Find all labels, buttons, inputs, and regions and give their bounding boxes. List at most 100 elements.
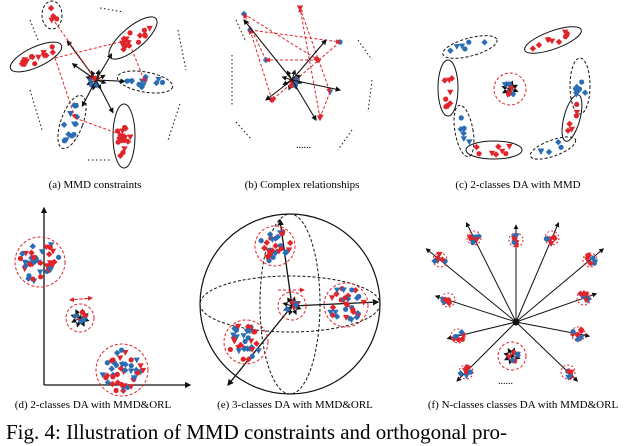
red-diamond-marker bbox=[286, 239, 294, 247]
blue-diamond-marker bbox=[240, 345, 248, 353]
red-diamond-marker bbox=[442, 296, 449, 303]
blue-dot-marker bbox=[242, 338, 248, 345]
blue-diamond-marker bbox=[509, 356, 516, 364]
red-triangle-marker bbox=[249, 347, 256, 353]
center-arrow bbox=[511, 354, 521, 360]
red-dot-marker bbox=[110, 374, 116, 380]
blue-triangle-marker bbox=[63, 137, 70, 144]
red-dot-marker bbox=[574, 332, 581, 338]
blue-diamond-marker bbox=[272, 249, 279, 256]
relation-arrow bbox=[291, 39, 327, 81]
cluster-circle bbox=[223, 319, 269, 365]
figure-caption: Fig. 4: Illustration of MMD constraints … bbox=[6, 420, 508, 444]
red-dot-marker bbox=[115, 128, 121, 134]
blue-dot-marker bbox=[136, 81, 142, 88]
blue-triangle-marker bbox=[36, 269, 44, 276]
cluster-circle bbox=[254, 225, 296, 267]
dotted-arc bbox=[367, 79, 373, 113]
axis-down bbox=[227, 305, 293, 387]
red-dot-marker bbox=[114, 371, 120, 377]
blue-dot-marker bbox=[78, 318, 84, 324]
red-triangle-marker bbox=[139, 367, 147, 374]
cluster-circle bbox=[560, 364, 576, 380]
center-circle bbox=[65, 303, 95, 333]
red-triangle-marker bbox=[127, 134, 134, 141]
red-diamond-marker bbox=[47, 4, 55, 12]
red-triangle-marker bbox=[35, 54, 42, 61]
cluster-ellipse bbox=[561, 94, 583, 142]
red-diamond-marker bbox=[510, 349, 518, 356]
dotted-arc bbox=[235, 19, 247, 43]
red-diamond-marker bbox=[439, 256, 446, 263]
red-diamond-marker bbox=[463, 364, 470, 371]
red-diamond-marker bbox=[473, 143, 480, 151]
red-diamond-marker bbox=[37, 259, 44, 267]
red-triangle-marker bbox=[127, 384, 135, 390]
blue-dot-marker bbox=[113, 362, 119, 368]
radial-axis bbox=[515, 248, 605, 323]
red-triangle-marker bbox=[473, 237, 480, 244]
relation-arrow bbox=[74, 117, 123, 136]
panel-label-d: (d) 2-classes DA with MMD&ORL bbox=[15, 399, 172, 411]
cluster-ellipse bbox=[57, 94, 87, 150]
blue-dot-marker bbox=[26, 273, 32, 279]
red-diamond-marker bbox=[566, 120, 573, 128]
red-triangle-marker bbox=[447, 89, 454, 96]
blue-triangle-marker bbox=[21, 259, 29, 266]
red-dot-marker bbox=[574, 101, 580, 108]
blue-diamond-marker bbox=[567, 372, 574, 379]
red-dot-marker bbox=[279, 231, 285, 237]
red-triangle-marker bbox=[235, 323, 242, 330]
blue-diamond-marker bbox=[581, 89, 589, 96]
red-triangle-marker bbox=[22, 250, 29, 257]
blue-dot-marker bbox=[470, 239, 476, 245]
blue-dot-marker bbox=[124, 384, 131, 390]
blue-diamond-marker bbox=[128, 77, 136, 85]
blue-triangle-marker bbox=[333, 287, 341, 294]
red-diamond-marker bbox=[495, 143, 502, 150]
red-dot-marker bbox=[240, 356, 246, 362]
red-triangle-marker bbox=[568, 126, 576, 133]
red-diamond-marker bbox=[26, 261, 34, 268]
dotted-arc bbox=[167, 103, 181, 141]
center-circle bbox=[497, 341, 527, 371]
red-diamond-marker bbox=[263, 239, 270, 246]
blue-dot-marker bbox=[249, 353, 255, 359]
red-diamond-marker bbox=[237, 341, 244, 349]
red-triangle-marker bbox=[285, 247, 293, 254]
red-dot-marker bbox=[128, 357, 134, 363]
red-diamond-marker bbox=[565, 367, 573, 375]
red-dot-marker bbox=[110, 357, 116, 363]
red-triangle-marker bbox=[498, 148, 506, 155]
red-triangle-marker bbox=[119, 128, 126, 135]
red-dot-marker bbox=[32, 61, 38, 67]
red-diamond-marker bbox=[124, 138, 132, 145]
blue-diamond-marker bbox=[457, 370, 464, 377]
red-diamond-marker bbox=[577, 290, 584, 297]
red-triangle-marker bbox=[505, 354, 513, 361]
blue-diamond-marker bbox=[122, 367, 129, 374]
cluster-circle bbox=[466, 230, 482, 246]
red-dot-marker bbox=[38, 274, 44, 280]
blue-triangle-marker bbox=[460, 136, 468, 142]
red-triangle-marker bbox=[137, 363, 144, 370]
red-triangle-marker bbox=[23, 58, 31, 65]
blue-triangle-marker bbox=[47, 267, 54, 274]
relation-arrow bbox=[291, 79, 342, 92]
red-diamond-marker bbox=[261, 244, 268, 252]
red-dot-marker bbox=[342, 295, 348, 301]
red-diamond-marker bbox=[555, 38, 563, 46]
center-arrow bbox=[281, 75, 293, 81]
blue-dot-marker bbox=[458, 115, 464, 121]
panel-e bbox=[199, 213, 381, 395]
cluster-circle bbox=[576, 290, 592, 306]
blue-diamond-marker bbox=[71, 102, 78, 109]
blue-triangle-marker bbox=[458, 43, 466, 50]
blue-dot-marker bbox=[258, 238, 264, 244]
blue-triangle-marker bbox=[38, 249, 46, 256]
relation-arrow bbox=[95, 79, 114, 114]
red-triangle-marker bbox=[342, 301, 349, 308]
red-dot-marker bbox=[459, 336, 466, 342]
blue-triangle-marker bbox=[127, 368, 135, 375]
red-triangle-marker bbox=[231, 338, 238, 345]
